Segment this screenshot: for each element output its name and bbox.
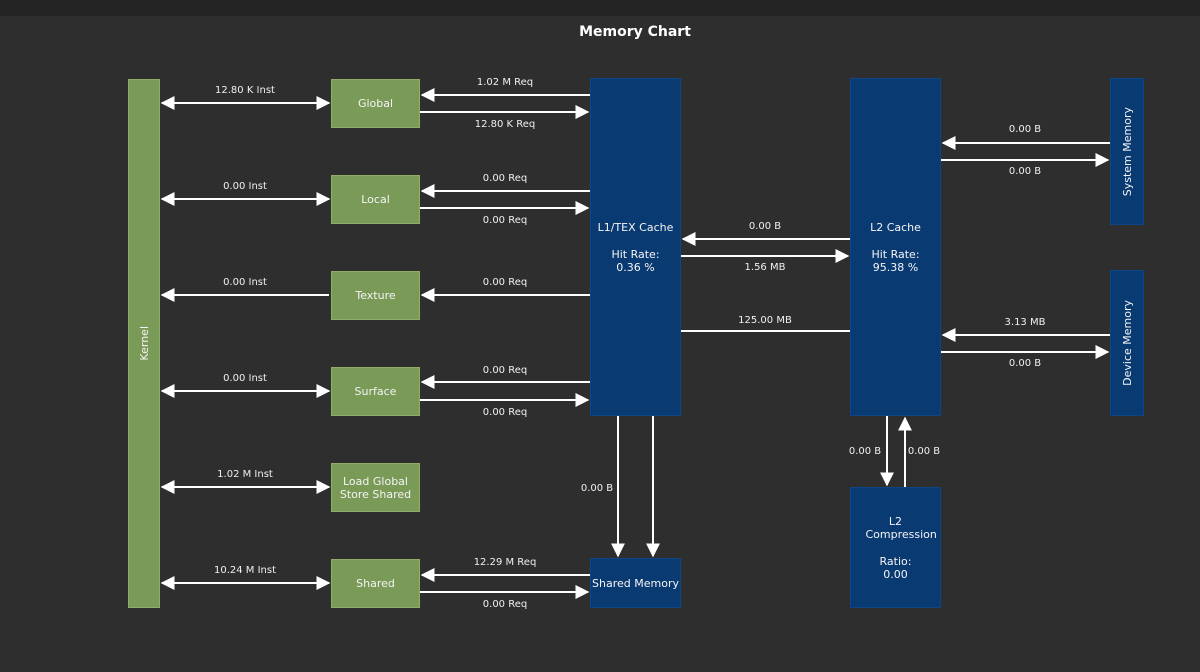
arrow-l2-sharedmem (646, 330, 850, 558)
ldgsts-op-label: Load Global Store Shared (339, 474, 412, 501)
label-shared-inst: 10.24 M Inst (213, 565, 277, 576)
local-op-label: Local (361, 193, 390, 206)
l2-hit-value: 95.38 % (872, 260, 919, 274)
label-shared-req-in: 12.29 M Req (473, 557, 537, 568)
shared-op-label: Shared (356, 577, 395, 590)
label-comp-down: 0.00 B (848, 446, 882, 457)
surface-op-label: Surface (354, 385, 397, 398)
label-dev-out: 0.00 B (1008, 358, 1042, 369)
label-l1-l2-back: 0.00 B (748, 221, 782, 232)
texture-op-label: Texture (355, 289, 396, 302)
label-l1-l2-fwd: 1.56 MB (744, 262, 786, 273)
local-op-box[interactable]: Local (331, 175, 420, 224)
ldgsts-op-box[interactable]: Load Global Store Shared (331, 463, 420, 512)
label-sys-in: 0.00 B (1008, 124, 1042, 135)
global-op-box[interactable]: Global (331, 79, 420, 128)
surface-op-box[interactable]: Surface (331, 367, 420, 416)
l1-hit-value: 0.36 % (616, 260, 655, 274)
label-global-req-out: 12.80 K Req (474, 119, 536, 130)
label-l1-to-shared: 0.00 B (580, 483, 614, 494)
l1-name: L1/TEX Cache (597, 220, 674, 234)
shared-memory-block[interactable]: Shared Memory (590, 558, 681, 608)
l2-compression-ratio-value: 0.00 (883, 567, 908, 581)
label-l2-to-shared: 125.00 MB (738, 315, 792, 326)
label-local-req-in: 0.00 Req (482, 173, 528, 184)
label-shared-req-out: 0.00 Req (482, 599, 528, 610)
label-texture-inst: 0.00 Inst (223, 277, 267, 288)
label-texture-req: 0.00 Req (482, 277, 528, 288)
label-surface-req-in: 0.00 Req (482, 365, 528, 376)
system-memory-block[interactable]: System Memory (1110, 78, 1144, 225)
l2-compression-ratio-label: Ratio: (879, 554, 912, 568)
kernel-block[interactable]: Kernel (128, 79, 160, 608)
l1-tex-cache-block[interactable]: L1/TEX Cache Hit Rate: 0.36 % (590, 78, 681, 416)
label-global-req-in: 1.02 M Req (476, 77, 534, 88)
l2-cache-block[interactable]: L2 Cache Hit Rate: 95.38 % (850, 78, 941, 416)
l2-hit-label: Hit Rate: (871, 247, 920, 261)
chart-title: Memory Chart (579, 24, 691, 40)
label-local-req-out: 0.00 Req (482, 215, 528, 226)
l2-name: L2 Cache (870, 220, 921, 234)
top-bar (0, 0, 1200, 16)
l2-compression-name: L2 Compression (865, 514, 937, 541)
global-op-label: Global (357, 97, 394, 110)
label-comp-up: 0.00 B (907, 446, 941, 457)
label-global-inst: 12.80 K Inst (215, 85, 275, 96)
kernel-label: Kernel (137, 326, 151, 361)
shared-memory-label: Shared Memory (592, 576, 679, 590)
device-memory-label: Device Memory (1120, 300, 1134, 386)
system-memory-label: System Memory (1120, 106, 1134, 197)
label-dev-in: 3.13 MB (1004, 317, 1046, 328)
label-ldgsts-inst: 1.02 M Inst (217, 469, 273, 480)
l2-compression-block[interactable]: L2 Compression Ratio: 0.00 (850, 487, 941, 608)
label-surface-req-out: 0.00 Req (482, 407, 528, 418)
device-memory-block[interactable]: Device Memory (1110, 270, 1144, 416)
shared-op-box[interactable]: Shared (331, 559, 420, 608)
texture-op-box[interactable]: Texture (331, 271, 420, 320)
l1-hit-label: Hit Rate: (611, 247, 660, 261)
label-local-inst: 0.00 Inst (223, 181, 267, 192)
label-sys-out: 0.00 B (1008, 166, 1042, 177)
label-surface-inst: 0.00 Inst (223, 373, 267, 384)
